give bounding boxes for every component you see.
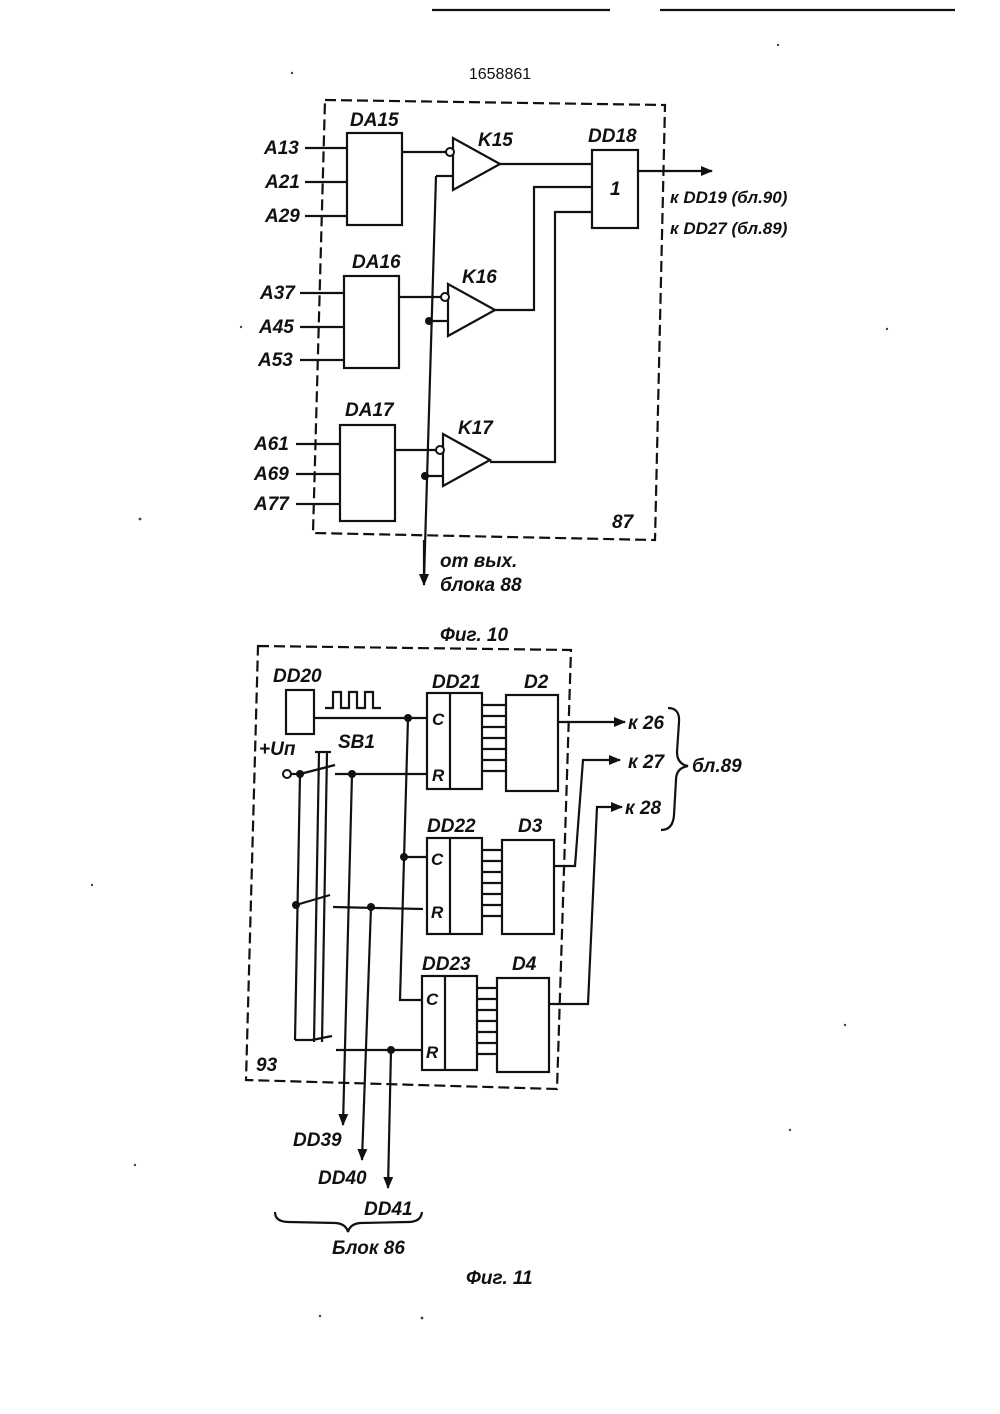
scan-speck (319, 1315, 321, 1317)
dd22-label: DD22 (427, 816, 476, 837)
dd21-label: DD21 (432, 672, 481, 693)
dd23-pin-c: C (426, 990, 439, 1009)
dd18-symbol: 1 (610, 179, 621, 200)
page-number: 1658861 (469, 66, 531, 83)
scan-speck (777, 44, 779, 46)
fig11-schematic: DD20 +Uп SB1 (246, 646, 742, 1188)
input-a53: A53 (257, 350, 293, 371)
dd21-pin-c: C (432, 710, 445, 729)
switch-contact (300, 765, 335, 774)
k17-comparator (443, 434, 490, 486)
output-arrow-dd40 (362, 907, 371, 1160)
d3-label: D3 (518, 816, 543, 837)
fig10-caption: Фиг. 10 (440, 625, 508, 646)
junction-dot (425, 317, 433, 325)
da15-box (347, 133, 402, 225)
dd41-label: DD41 (364, 1199, 413, 1220)
output-26-label: к 26 (628, 713, 664, 734)
da17-label: DA17 (345, 400, 395, 421)
dd22-pin-r: R (431, 903, 444, 922)
input-a13: A13 (263, 138, 299, 159)
output-27-label: к 27 (628, 752, 665, 773)
dd40-label: DD40 (318, 1168, 367, 1189)
invert-circle (446, 148, 454, 156)
dd23-pin-r: R (426, 1043, 439, 1062)
input-a37: A37 (259, 283, 296, 304)
output-dd19: к DD19 (бл.90) (670, 188, 788, 207)
k17-label: K17 (458, 418, 494, 439)
dd39-label: DD39 (293, 1130, 342, 1151)
output-arrow-dd41 (388, 1050, 391, 1188)
supply-label: +Uп (259, 739, 296, 760)
scan-speck (421, 1317, 424, 1320)
d2-box (506, 695, 558, 791)
input-a69: A69 (253, 464, 289, 485)
invert-circle (436, 446, 444, 454)
k16-label: K16 (462, 267, 497, 288)
bus-label: бл.89 (692, 756, 742, 777)
da16-label: DA16 (352, 252, 401, 273)
block-87-number: 87 (612, 512, 635, 533)
output-dd27: к DD27 (бл.89) (670, 219, 788, 238)
da15-label: DA15 (350, 110, 399, 131)
output-28-label: к 28 (625, 798, 661, 819)
d3-box (502, 840, 554, 934)
junction-dot (404, 714, 412, 722)
scan-speck (139, 518, 142, 521)
fig11-caption: Фиг. 11 (466, 1268, 533, 1289)
bus-lines-dd22-d3 (482, 850, 502, 916)
supply-terminal (283, 770, 291, 778)
input-a21: A21 (264, 172, 300, 193)
input-a29: A29 (264, 206, 300, 227)
scan-speck (240, 326, 242, 328)
wire (490, 212, 592, 462)
input-a61: A61 (253, 434, 289, 455)
output-arrow-dd39 (343, 774, 352, 1125)
bus-lines-dd21-d2 (482, 705, 506, 771)
switch-actuator (314, 752, 319, 1042)
d2-label: D2 (524, 672, 549, 693)
dd20-box (286, 690, 314, 734)
block-86-label: Блок 86 (332, 1238, 405, 1259)
scan-speck (291, 72, 293, 74)
dd20-label: DD20 (273, 666, 322, 687)
pulse-train-icon (325, 692, 381, 708)
block-93-number: 93 (256, 1055, 278, 1076)
dd21-pin-r: R (432, 766, 445, 785)
scan-speck (91, 884, 93, 886)
from-label-1: от вых. (440, 551, 517, 572)
da16-box (344, 276, 399, 368)
junction-dot (400, 853, 408, 861)
scan-speck (134, 1164, 136, 1166)
fig10-schematic: DA15 DA16 DA17 A13 A21 A29 A37 A45 A53 A… (253, 100, 788, 596)
sb1-label: SB1 (338, 732, 375, 753)
dd18-label: DD18 (588, 126, 637, 147)
dd23-label: DD23 (422, 954, 471, 975)
d4-box (497, 978, 549, 1072)
input-a77: A77 (253, 494, 290, 515)
invert-circle (441, 293, 449, 301)
da17-box (340, 425, 395, 521)
bus-lines-dd23-d4 (477, 988, 497, 1054)
k16-comparator (448, 284, 495, 336)
scan-speck (886, 328, 888, 330)
reset-line (333, 907, 423, 909)
wire (495, 187, 592, 310)
scan-speck (844, 1024, 846, 1026)
dd22-pin-c: C (431, 850, 444, 869)
right-brace (661, 708, 688, 830)
reference-bus (424, 176, 453, 580)
k15-label: K15 (478, 130, 513, 151)
input-a45: A45 (258, 317, 294, 338)
d4-label: D4 (512, 954, 537, 975)
from-label-2: блока 88 (440, 575, 522, 596)
output-arrow-28 (549, 807, 622, 1004)
junction-dot (421, 472, 429, 480)
scan-speck (789, 1129, 791, 1131)
